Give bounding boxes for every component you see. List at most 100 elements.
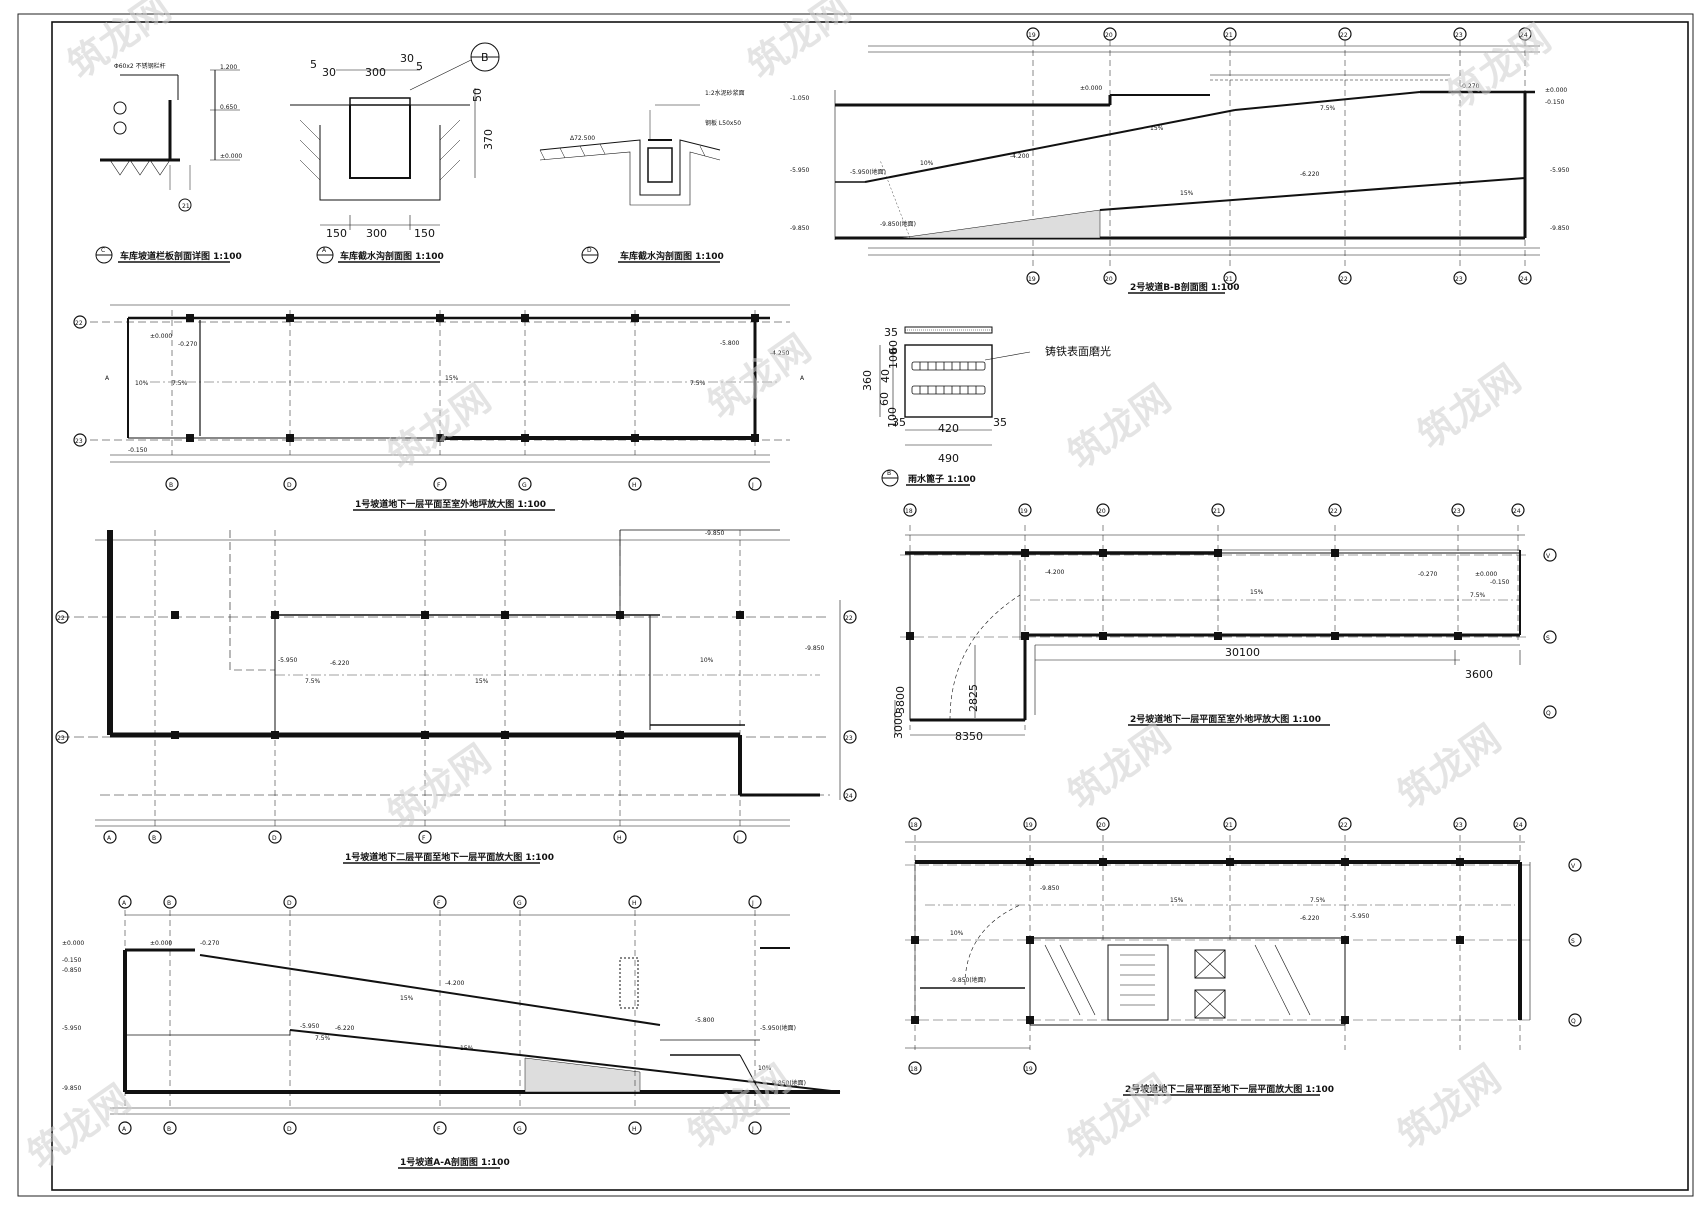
dim-300-top: 300: [365, 66, 386, 79]
grate-dim-420: 420: [938, 422, 959, 435]
title-ramp2-b2: 2号坡道地下二层平面至地下一层平面放大图 1:100: [1125, 1083, 1334, 1095]
grate-dim-490: 490: [938, 452, 959, 465]
dim-300-bottom: 300: [366, 227, 387, 240]
dim-3000: 3000: [892, 711, 905, 739]
grid-24-b1: 24: [1513, 508, 1521, 515]
grid-d-aa-bottom: D: [287, 1126, 292, 1133]
elev-9850-right: -9.850: [1550, 225, 1570, 232]
grid-18-b2-bottom: 18: [910, 1066, 918, 1073]
elev-6220-b2: -6.220: [330, 660, 350, 667]
elev-4200-r2b1: -4.200: [1045, 569, 1065, 576]
grid-g-b1: G: [522, 482, 527, 489]
row-22-b2-right: 22: [845, 615, 853, 622]
detail-a-title: A 车库截水沟剖面图 1:100: [316, 246, 444, 264]
elev-0150-r2b1: -0.150: [1490, 579, 1510, 586]
detail-a-dims: 5 30 30 5 300 50 370 150 300 150 B: [310, 51, 495, 240]
elev-5950-floor: -5.950(地面): [850, 168, 886, 176]
ramp1-b1-plan: [73, 304, 790, 491]
title-d-trench: 车库截水沟剖面图 1:100: [620, 250, 724, 262]
grid-f-b1: F: [437, 482, 441, 489]
elev-6220-b2-r2: -6.220: [1300, 915, 1320, 922]
elev-9850-aa: -9.850: [62, 1085, 82, 1092]
slope-10: 10%: [920, 160, 934, 167]
grate-dim-360: 360: [861, 370, 874, 391]
grate-dim-35b: 35: [993, 416, 1007, 429]
grid-b-b1: B: [169, 482, 173, 489]
elev-5800-aa: -5.800: [695, 1017, 715, 1024]
grid-19-bottom: 19: [1028, 276, 1036, 283]
svg-text:21: 21: [182, 203, 190, 210]
dim-3800: 3800: [894, 686, 907, 714]
grid-f-b2: F: [422, 835, 426, 842]
slope-15-b2-r2: 15%: [1170, 897, 1184, 904]
grid-h-aa-top: H: [632, 900, 637, 907]
elev-5950-b2: -5.950: [278, 657, 298, 664]
row-s-b2: S: [1571, 938, 1575, 945]
grid-21-bottom: 21: [1225, 276, 1233, 283]
detail-c-title: C 车库坡道栏板剖面详图 1:100: [95, 246, 242, 264]
grid-20-top: 20: [1105, 32, 1113, 39]
elev-4250-b1: -4.250: [770, 350, 790, 357]
slope-10-b2: 10%: [700, 657, 714, 664]
grid-h-aa-bottom: H: [632, 1126, 637, 1133]
grid-22-bottom: 22: [1340, 276, 1348, 283]
elev-5950-floor-aa: -5.950(地面): [760, 1024, 796, 1032]
title-c-detail: 车库坡道栏板剖面详图 1:100: [120, 250, 242, 262]
elev-0-b1: ±0.000: [150, 333, 172, 340]
section-mark-b-callout: B: [481, 51, 489, 64]
elev-4200-aa: -4.200: [445, 980, 465, 987]
elev-0150-aa: -0.150: [62, 957, 82, 964]
grid-g-aa-top: G: [517, 900, 522, 907]
elev-0150-right: -0.150: [1545, 99, 1565, 106]
grid-21-top: 21: [1225, 32, 1233, 39]
slope-15-lower: 15%: [1180, 190, 1194, 197]
grid-22-top: 22: [1340, 32, 1348, 39]
slope-75: 7.5%: [1320, 105, 1336, 112]
grate-dim-100a: 100: [887, 348, 900, 369]
svg-text:0.650: 0.650: [220, 104, 237, 111]
elev-5950-right: -5.950: [1550, 167, 1570, 174]
grid-22-b1: 22: [1330, 508, 1338, 515]
svg-text:Δ72.500: Δ72.500: [570, 135, 595, 142]
section-mark-c: C: [101, 247, 105, 254]
grate-dim-100b: 100: [886, 407, 899, 428]
grid-a-aa-bottom: A: [122, 1126, 127, 1133]
grid-20-b1: 20: [1098, 508, 1106, 515]
grid-19-top: 19: [1028, 32, 1036, 39]
dim-150b: 150: [414, 227, 435, 240]
grid-d-b2: D: [272, 835, 277, 842]
dim-30100: 30100: [1225, 646, 1260, 659]
grid-24-b2: 24: [1515, 822, 1523, 829]
elev-0-r2b1: ±0.000: [1475, 571, 1497, 578]
ramp2-b2-plan: [905, 817, 1582, 1075]
elev-6220-aa: -6.220: [335, 1025, 355, 1032]
title-ramp1-b1: 1号坡道地下一层平面至室外地坪放大图 1:100: [355, 498, 546, 510]
slope-15-r2b1: 15%: [1250, 589, 1264, 596]
title-ramp2-b1: 2号坡道地下一层平面至室外地坪放大图 1:100: [1130, 713, 1321, 725]
elev-0270-b1: -0.270: [178, 341, 198, 348]
dim-5b: 5: [416, 60, 423, 73]
cut-a-left: A: [105, 375, 110, 382]
ramp2-bb-section: [834, 27, 1540, 285]
grate-dim-60a: 60: [878, 392, 891, 406]
ramp1-aa-section: [110, 895, 841, 1135]
section-mark-d: D: [587, 247, 592, 254]
title-a-trench: 车库截水沟剖面图 1:100: [340, 250, 444, 262]
detail-c-parapet: 21 Φ60x2 不锈钢栏杆 1.200 0.650 ±0.000: [100, 62, 242, 212]
grid-23-b1: 23: [1453, 508, 1461, 515]
grid-18-b1: 18: [905, 508, 913, 515]
elev-0-aa: ±0.000: [62, 940, 84, 947]
slope-10-b1: 10%: [135, 380, 149, 387]
slope-75-b2-r2: 7.5%: [1310, 897, 1326, 904]
elev-0270-r2b1: -0.270: [1418, 571, 1438, 578]
grid-19-b2: 19: [1025, 822, 1033, 829]
grid-19-b1: 19: [1020, 508, 1028, 515]
grate-labels: 铸铁表面磨光 35 360 60 40 100 100 60 420 35 35…: [861, 326, 1111, 486]
dim-2825: 2825: [967, 684, 980, 712]
elev-9850-floor-b2-r2: -9.850(地面): [950, 976, 986, 984]
grid-20-b2: 20: [1098, 822, 1106, 829]
elev-5950-b2-r2: -5.950: [1350, 913, 1370, 920]
grid-j-b2: J: [736, 835, 739, 842]
row-q-b1: Q: [1546, 710, 1551, 717]
svg-text:±0.000: ±0.000: [220, 153, 242, 160]
